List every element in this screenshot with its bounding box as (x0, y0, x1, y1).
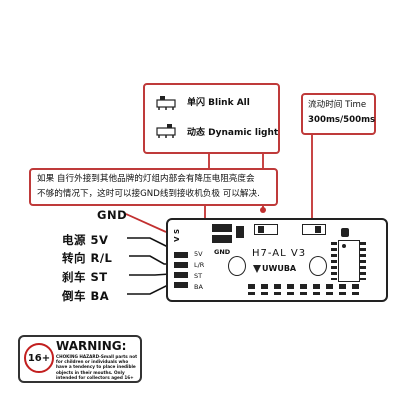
flow-time-box: 流动时间 Time 300ms/500ms (301, 93, 376, 135)
warning-title: WARNING: (56, 339, 127, 353)
board-brand: UWUBA (262, 264, 297, 273)
ic-pins-left (331, 242, 337, 280)
brand-logo-icon (253, 265, 261, 273)
note-line-1: 如果 自行外接到其他品牌的灯组内部会有降压电阻亮度会 (37, 174, 255, 184)
mode-dynamic-label: 动态 Dynamic light (187, 128, 279, 138)
ic-pins-right (360, 242, 366, 280)
wire-gnd (125, 213, 167, 233)
pin-5v-pad (174, 252, 188, 258)
gnd-pad (212, 224, 232, 232)
pin-st-pad (174, 272, 188, 278)
pad-row-1 (248, 284, 360, 289)
flow-time-value: 300ms/500ms (308, 115, 376, 125)
pin-label-rl: 转向 R/L (62, 251, 113, 265)
board-silk-lr: L/R (194, 261, 205, 269)
mode-switch (254, 224, 278, 235)
pin-label-5v: 电源 5V (62, 233, 109, 247)
pin-ba-pad (174, 282, 188, 288)
gnd-pad-2 (212, 235, 232, 243)
gnd-note-box: 如果 自行外接到其他品牌的灯组内部会有降压电阻亮度会 不够的情况下，这时可以接G… (29, 168, 278, 206)
warning-text: CHOKING HAZARD-Small parts not for child… (56, 354, 138, 380)
pad-row-2 (248, 292, 360, 295)
wire-5v (127, 237, 171, 249)
mode-single-label: 单闪 Blink All (187, 98, 250, 108)
mode-box: 单闪 Blink All 动态 Dynamic light (143, 83, 280, 154)
age-badge: 16+ (24, 343, 54, 373)
switch-dynamic-icon (156, 124, 176, 138)
board-silk-st: ST (194, 272, 203, 280)
choking-warning: 16+ WARNING: CHOKING HAZARD-Small parts … (18, 335, 142, 383)
board-silk-ba: BA (194, 283, 203, 291)
flow-time-title: 流动时间 Time (308, 100, 367, 110)
pin-label-st: 刹车 ST (62, 270, 108, 284)
switch-single-icon (156, 96, 176, 110)
ic-chip (338, 240, 360, 282)
board-silk-gnd: GND (214, 248, 231, 256)
time-switch (302, 224, 326, 235)
board-model: H7-AL V3 (252, 248, 307, 259)
crystal (341, 228, 349, 237)
board-silk-5v: 5V (194, 250, 203, 258)
pin-label-gnd: GND (97, 208, 128, 222)
board-silk-vs: V S (173, 229, 181, 242)
led-hole-1 (228, 256, 246, 276)
pin-rl-pad (174, 262, 188, 268)
led-hole-2 (309, 256, 327, 276)
circuit-board: V S GND H7-AL V3 UWUBA 5V L/R ST BA (166, 218, 388, 302)
note-line-2: 不够的情况下，这时可以接GND线到接收机负极 可以解决. (37, 189, 260, 199)
resistor-pad-1 (236, 226, 244, 238)
pin-label-ba: 倒车 BA (62, 289, 110, 303)
